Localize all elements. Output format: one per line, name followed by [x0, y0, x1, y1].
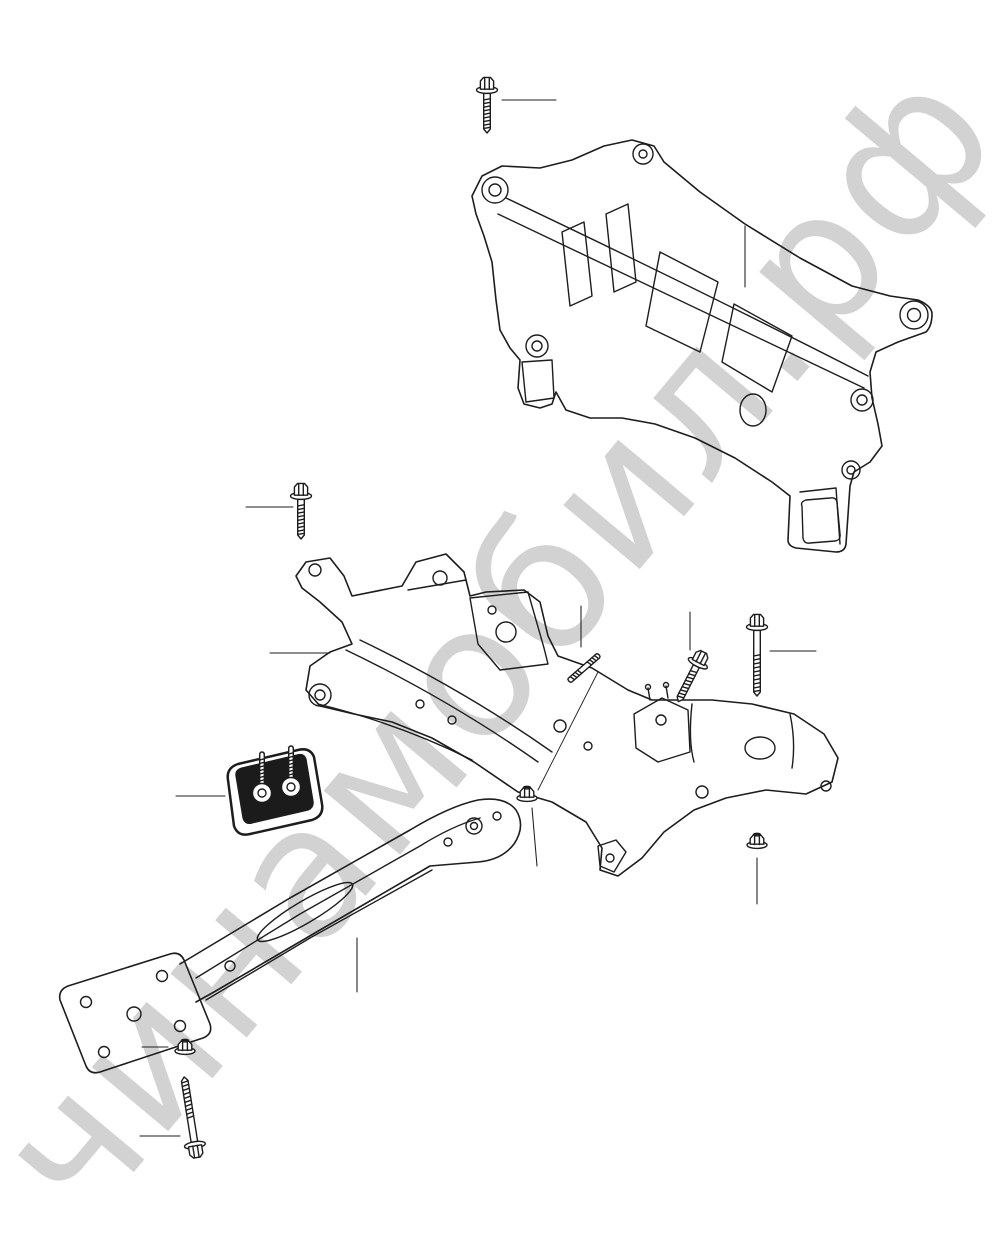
front-subframe-crossmember [295, 553, 839, 877]
transmission-support-bracket [58, 798, 522, 1074]
leader-line [531, 807, 538, 867]
engine-mount-plate [226, 745, 324, 836]
leader-lines [139, 99, 817, 1137]
flange-nut-center [516, 785, 538, 803]
diagram-artwork [58, 76, 933, 1160]
flange-bolt-angled [668, 646, 714, 708]
flange-nut-right [746, 832, 768, 850]
alignment-line [537, 671, 599, 791]
mount-stud [288, 745, 294, 780]
watermark-text: чинамобил.рф [0, 26, 1000, 1257]
flange-bolt-long-right [745, 613, 769, 697]
mount-stud [259, 751, 265, 786]
flange-bolt-top [475, 76, 499, 134]
rear-subframe-crossmember [471, 139, 933, 553]
flange-bolt-left [289, 482, 313, 540]
